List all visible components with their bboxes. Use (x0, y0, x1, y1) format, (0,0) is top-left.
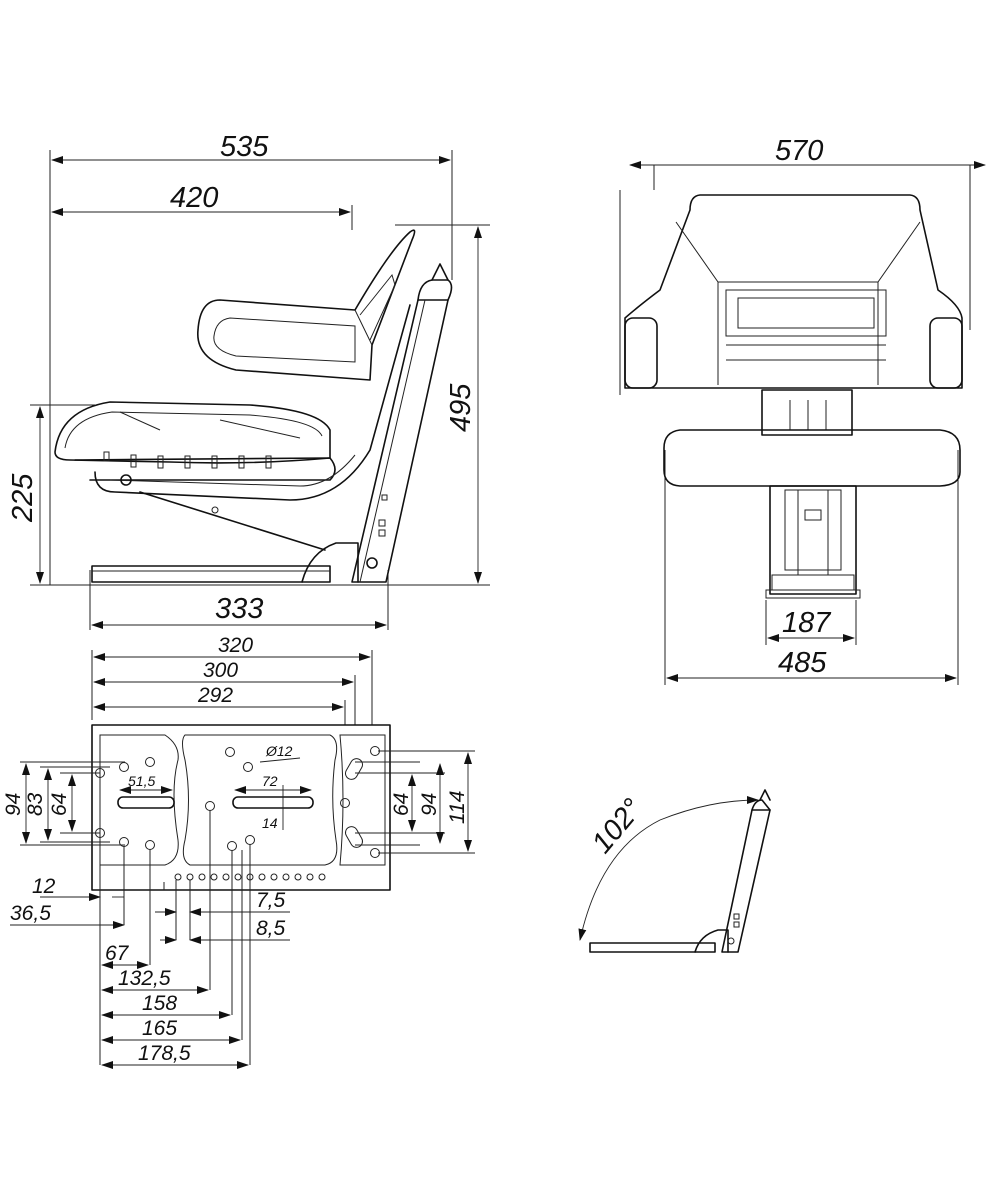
dim-label-225: 225 (7, 473, 39, 523)
recline-backrest (721, 809, 771, 953)
dim-label-14: 14 (262, 815, 278, 831)
armrest (197, 229, 416, 381)
side-view: 535 420 225 495 333 (7, 131, 490, 630)
column-pivot-bolt (366, 557, 378, 569)
dim-label-left-64: 64 (48, 793, 71, 816)
base-rail (91, 565, 331, 583)
dim-label-8-5: 8,5 (256, 917, 286, 940)
dim-label-right-94: 94 (418, 793, 441, 816)
seat-cushion (54, 401, 331, 464)
recline-view: 102° (578, 789, 771, 953)
dim-label-420: 420 (170, 182, 218, 214)
dim-label-left-94: 94 (2, 793, 25, 816)
dim-label-7-5: 7,5 (256, 889, 286, 912)
recline-arc (578, 796, 759, 941)
dim-label-51-5: 51,5 (128, 773, 155, 789)
recline-angle-label: 102° (586, 793, 649, 860)
dim-label-72: 72 (262, 773, 278, 789)
front-view: 570 485 187 (619, 135, 986, 685)
dim-label-292: 292 (197, 684, 233, 707)
backrest (624, 194, 963, 389)
slot-center (232, 796, 314, 809)
bolster-left (624, 317, 658, 389)
suspension-block (769, 485, 857, 595)
slot-left (117, 796, 175, 809)
dim-label-67: 67 (105, 942, 130, 965)
seat-pivot-bolt (120, 474, 132, 486)
dim-label-right-114: 114 (446, 791, 469, 824)
front-column (761, 389, 853, 436)
dim-label-hole-diameter: Ø12 (265, 743, 293, 759)
dim-label-485: 485 (778, 647, 827, 679)
dim-label-187: 187 (782, 607, 832, 639)
dim-label-right-64: 64 (390, 793, 413, 816)
column-tip (417, 279, 453, 301)
base-plate-view: 320 300 292 (2, 634, 475, 1069)
base-bracket (301, 542, 359, 583)
seat-frame (94, 304, 411, 501)
dim-label-165: 165 (142, 1017, 177, 1040)
base-plate (91, 724, 391, 891)
dim-label-132-5: 132,5 (118, 967, 171, 990)
bolster-right (929, 317, 963, 389)
dim-label-12: 12 (32, 875, 56, 898)
dim-label-300: 300 (203, 659, 238, 682)
dim-label-333: 333 (215, 593, 263, 625)
dim-label-36-5: 36,5 (10, 902, 51, 925)
dim-label-320: 320 (218, 634, 253, 657)
dim-label-570: 570 (775, 135, 823, 167)
dim-label-158: 158 (142, 992, 177, 1015)
front-seat (663, 429, 961, 487)
seat-pan (74, 457, 336, 481)
dim-label-178-5: 178,5 (138, 1042, 191, 1065)
dim-label-left-83: 83 (24, 792, 47, 816)
dim-label-495: 495 (445, 383, 477, 432)
dim-label-535: 535 (220, 131, 269, 163)
